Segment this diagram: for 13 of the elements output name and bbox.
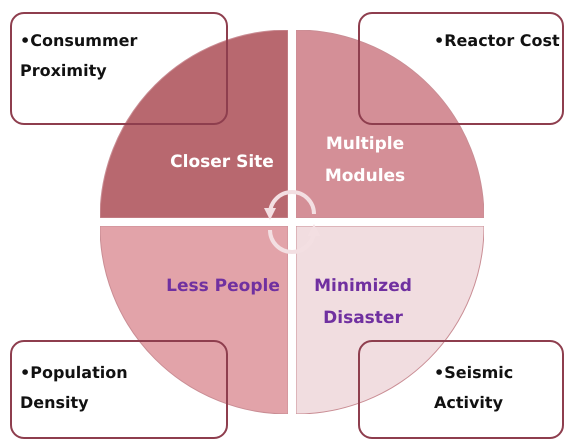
curved-arrow (264, 190, 316, 220)
node-label: •Reactor Cost (434, 30, 560, 52)
text-box (358, 340, 564, 439)
text-box (10, 340, 228, 439)
node-label: Less People (165, 275, 281, 298)
node-label: Multiple Modules (324, 133, 406, 188)
node-label: •Seismic Activity (434, 362, 514, 414)
text-box (10, 12, 228, 125)
node-label: •Consummer Proximity (20, 30, 138, 82)
text-box (358, 12, 564, 125)
node-label: Closer Site (169, 151, 275, 174)
node-label: •Population Density (20, 362, 129, 414)
node-label: Minimized Disaster (313, 275, 413, 330)
